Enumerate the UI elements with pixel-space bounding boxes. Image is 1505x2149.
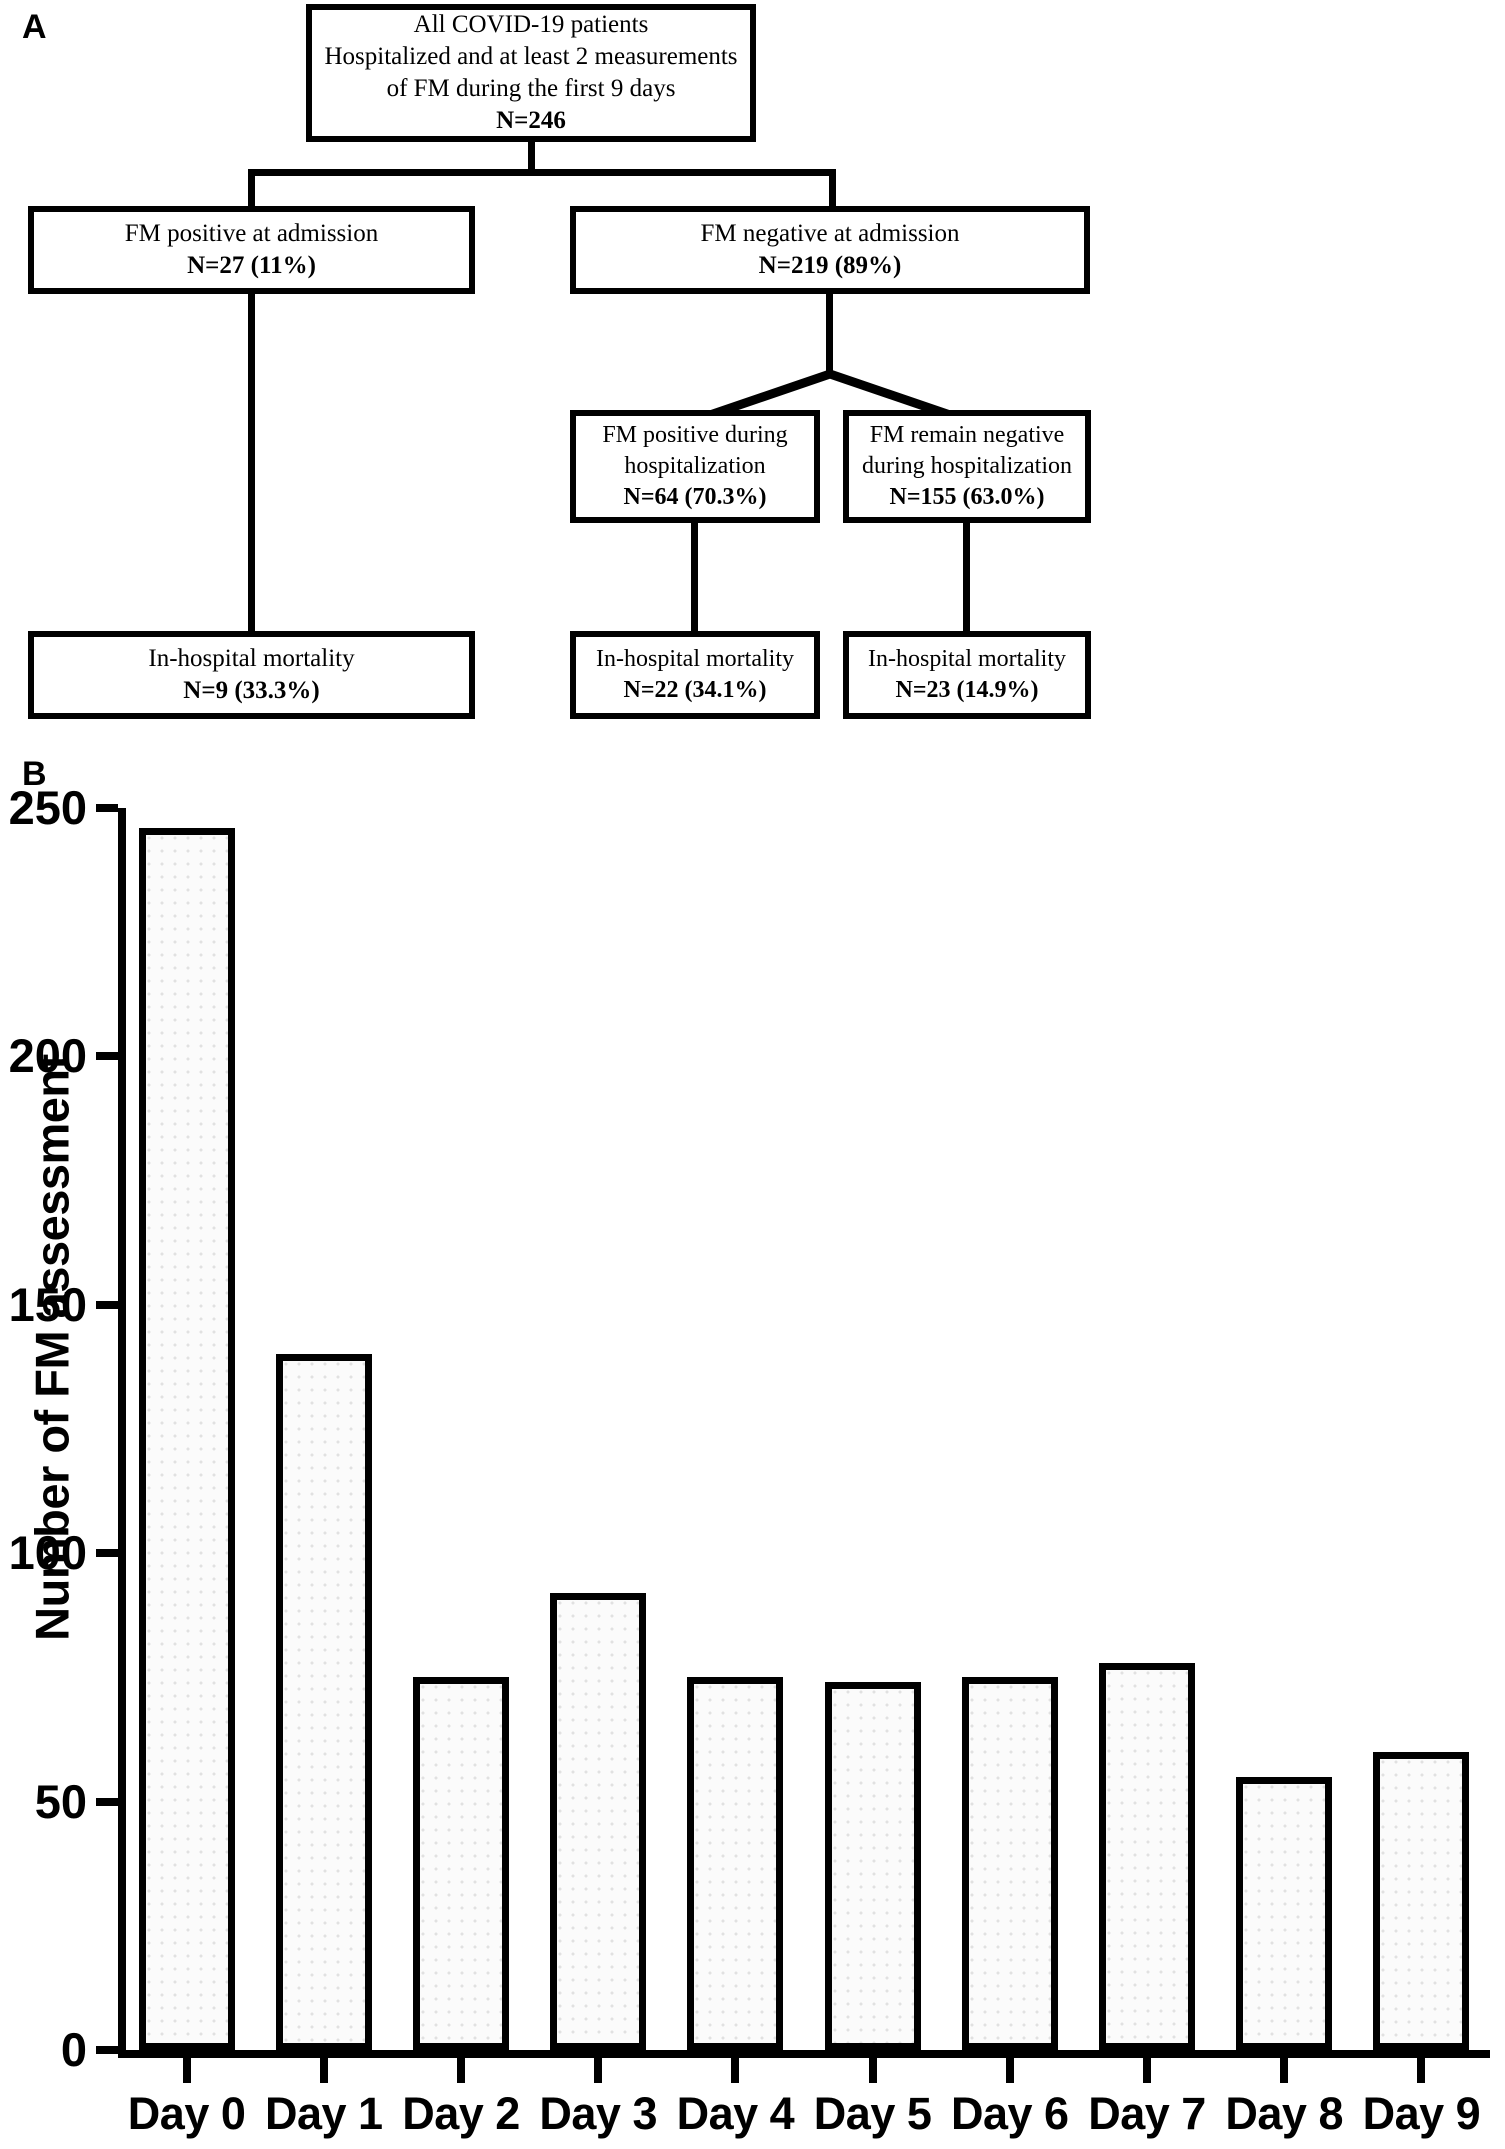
x-axis-tick <box>594 2058 603 2083</box>
x-axis-tick-label: Day 8 <box>1225 2088 1343 2139</box>
flow-box-fm-negative-admission-count: N=219 (89%) <box>758 252 902 279</box>
y-axis-spine <box>118 808 126 2050</box>
x-axis-tick <box>1417 2058 1426 2083</box>
flow-box-fm-remain-negative-hospitalization-count: N=155 (63.0%) <box>889 483 1045 510</box>
bar <box>550 1592 647 2050</box>
bar <box>961 1677 1058 2050</box>
y-axis-tick <box>96 1052 118 1061</box>
connector-to-fm-neg-adm <box>829 169 836 213</box>
flow-box-fm-remain-negative-hospitalization-line-1: FM remain negative <box>869 422 1065 449</box>
panel-letter-b: B <box>22 755 47 793</box>
flow-box-fm-positive-hospitalization-count: N=64 (70.3%) <box>623 483 767 510</box>
bar <box>275 1354 372 2050</box>
flow-box-fm-positive-hospitalization: FM positive during hospitalization N=64 … <box>570 410 820 523</box>
x-axis-tick <box>1005 2058 1014 2083</box>
x-axis-tick-label: Day 7 <box>1088 2088 1206 2139</box>
flow-box-mortality-mid-count: N=22 (34.1%) <box>623 677 767 703</box>
flow-box-mortality-fm-remain-negative: In-hospital mortality N=23 (14.9%) <box>843 631 1091 719</box>
y-axis-tick-label: 0 <box>60 2023 87 2076</box>
bar <box>1373 1751 1470 2050</box>
patient-flow-diagram: All COVID-19 patients Hospitalized and a… <box>0 0 1505 745</box>
connector-fm-neg-hosp-down <box>963 523 970 635</box>
panel-letter-a: A <box>22 8 47 46</box>
plot-region: 0 50 100 150 200 250 Day 0 Day 1 Day 2 Day 3 Day … <box>9 784 1490 2136</box>
flow-box-root: All COVID-19 patients Hospitalized and a… <box>306 4 756 142</box>
flow-box-fm-negative-admission: FM negative at admission N=219 (89%) <box>570 206 1090 294</box>
x-axis-tick <box>182 2058 191 2083</box>
connector-level2-horizontal <box>248 169 836 176</box>
y-axis-tick <box>96 1300 118 1309</box>
flow-box-fm-remain-negative-hospitalization: FM remain negative during hospitalizatio… <box>843 410 1091 523</box>
flow-box-mortality-left-count: N=9 (33.3%) <box>183 677 320 704</box>
x-axis-tick-label: Day 3 <box>539 2088 657 2139</box>
x-axis-tick-label: Day 5 <box>813 2088 932 2139</box>
bar <box>412 1677 509 2050</box>
connector-fm-pos-hosp-down <box>691 523 698 635</box>
x-axis-tick-label: Day 9 <box>1362 2088 1481 2139</box>
x-axis-tick <box>1280 2058 1289 2083</box>
bar <box>1236 1776 1333 2050</box>
y-axis-tick-label: 50 <box>34 1774 87 1828</box>
x-axis-tick <box>319 2058 328 2083</box>
flow-box-mortality-left-line-1: In-hospital mortality <box>148 645 355 672</box>
flow-box-fm-positive-hospitalization-line-1: FM positive during <box>602 422 788 449</box>
x-axis-tick <box>731 2058 740 2083</box>
flow-box-mortality-fm-positive-admission: In-hospital mortality N=9 (33.3%) <box>28 631 475 719</box>
connector-to-fm-pos-adm <box>248 169 255 213</box>
y-axis-tick-label: 100 <box>8 1526 87 1580</box>
x-axis-tick-label: Day 2 <box>402 2088 520 2139</box>
y-axis-tick <box>96 1797 118 1806</box>
y-axis-tick <box>96 804 118 812</box>
flow-box-mortality-fm-positive-hospitalization: In-hospital mortality N=22 (34.1%) <box>570 631 820 719</box>
bar <box>1098 1662 1195 2050</box>
y-axis-tick-label: 150 <box>8 1277 87 1331</box>
x-axis-tick-label: Day 4 <box>676 2088 795 2139</box>
flow-box-fm-positive-admission: FM positive at admission N=27 (11%) <box>28 206 475 294</box>
x-axis-tick-label: Day 1 <box>265 2088 383 2139</box>
flow-box-root-line-2: Hospitalized and at least 2 measurements <box>324 43 738 70</box>
y-axis-tick <box>96 1549 118 1558</box>
connector-root-down <box>528 142 535 176</box>
flow-box-fm-remain-negative-hospitalization-line-2: during hospitalization <box>862 453 1072 480</box>
flow-box-root-line-1: All COVID-19 patients <box>413 11 649 38</box>
connector-fm-neg-adm-down <box>826 294 833 374</box>
flow-box-root-count: N=246 <box>496 107 566 134</box>
y-axis-tick-label: 200 <box>8 1029 87 1083</box>
x-axis-tick <box>868 2058 877 2083</box>
flow-box-root-line-3: of FM during the first 9 days <box>386 75 676 102</box>
flow-box-fm-positive-hospitalization-line-2: hospitalization <box>624 453 766 480</box>
flow-box-mortality-right-count: N=23 (14.9%) <box>895 677 1039 703</box>
flow-box-fm-positive-admission-count: N=27 (11%) <box>187 252 316 279</box>
x-axis-tick-label: Day 0 <box>127 2088 246 2139</box>
y-axis-tick <box>96 2046 118 2054</box>
x-axis-spine <box>118 2050 1490 2058</box>
flow-box-fm-positive-admission-line-1: FM positive at admission <box>124 220 379 247</box>
bar <box>138 827 235 2050</box>
y-axis-tick-label: 250 <box>8 781 87 834</box>
connector-split-angled <box>705 369 955 420</box>
x-axis-tick <box>1143 2058 1151 2083</box>
bar <box>824 1682 921 2050</box>
flow-box-fm-negative-admission-line-1: FM negative at admission <box>700 220 960 247</box>
connector-fm-pos-adm-down <box>248 294 255 635</box>
bar <box>687 1677 784 2050</box>
x-axis-tick <box>457 2058 465 2083</box>
flow-box-mortality-mid-line-1: In-hospital mortality <box>596 646 794 673</box>
flow-box-mortality-right-line-1: In-hospital mortality <box>868 646 1066 673</box>
x-axis-tick-label: Day 6 <box>951 2088 1069 2139</box>
